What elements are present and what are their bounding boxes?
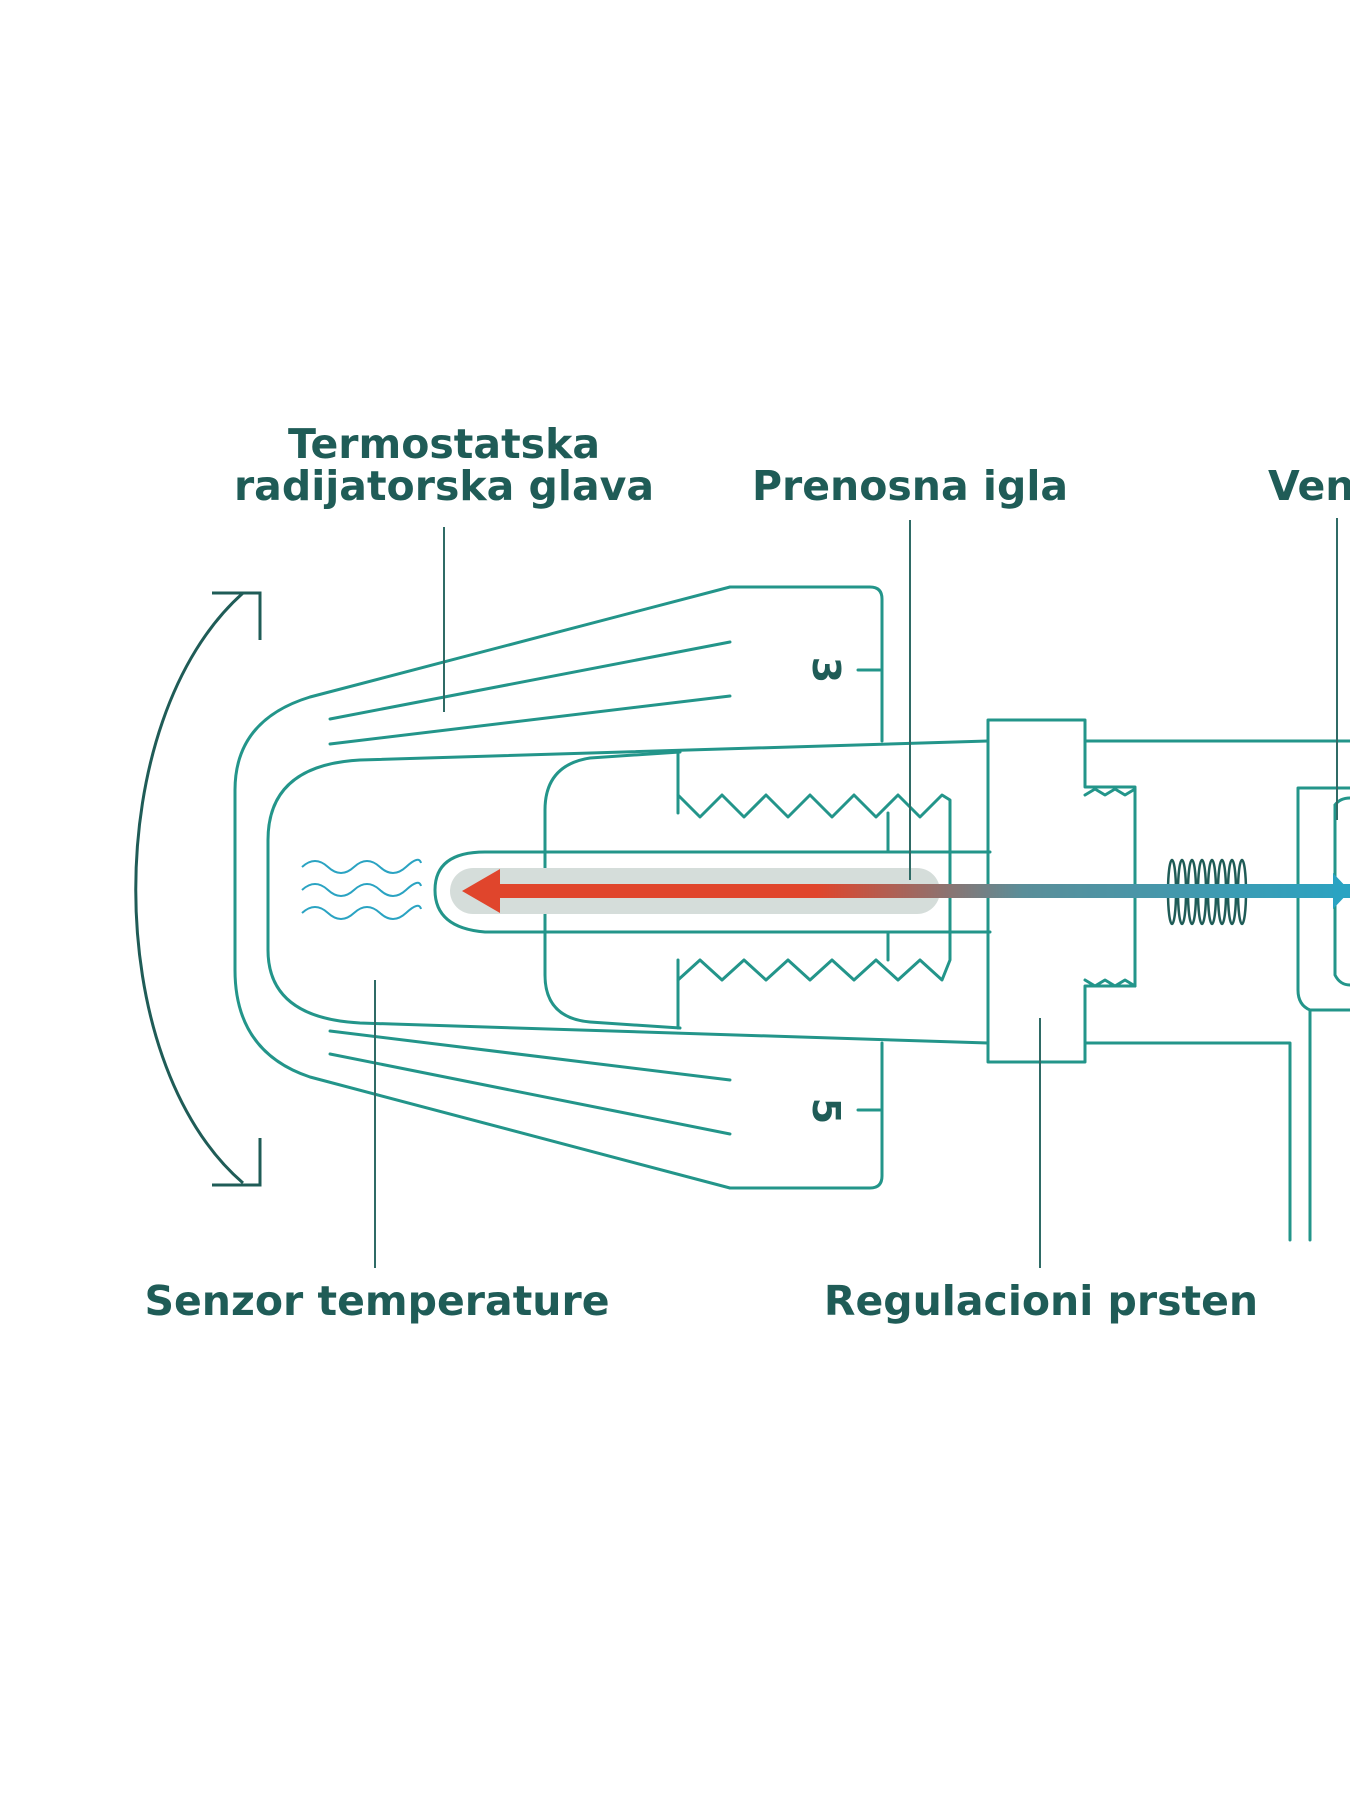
scale-number-5: 5 [804,1098,848,1124]
valve-body [1083,739,1350,1242]
heat-waves-icon [301,858,422,920]
label-sensor: Senzor temperature [144,1277,609,1325]
rotation-arrow-icon [134,591,262,1187]
label-pin: Prenosna igla [752,462,1068,510]
thermostatic-head [233,585,884,1190]
sensor-capsule [266,739,990,1045]
label-head-line1: Termostatska [288,420,600,468]
scale-number-3: 3 [804,657,848,683]
label-valve: Ven [1268,462,1350,510]
hot-cold-arrow-icon [462,869,1350,913]
label-head-line2: radijatorska glava [234,462,654,510]
label-ring: Regulacioni prsten [824,1277,1258,1325]
